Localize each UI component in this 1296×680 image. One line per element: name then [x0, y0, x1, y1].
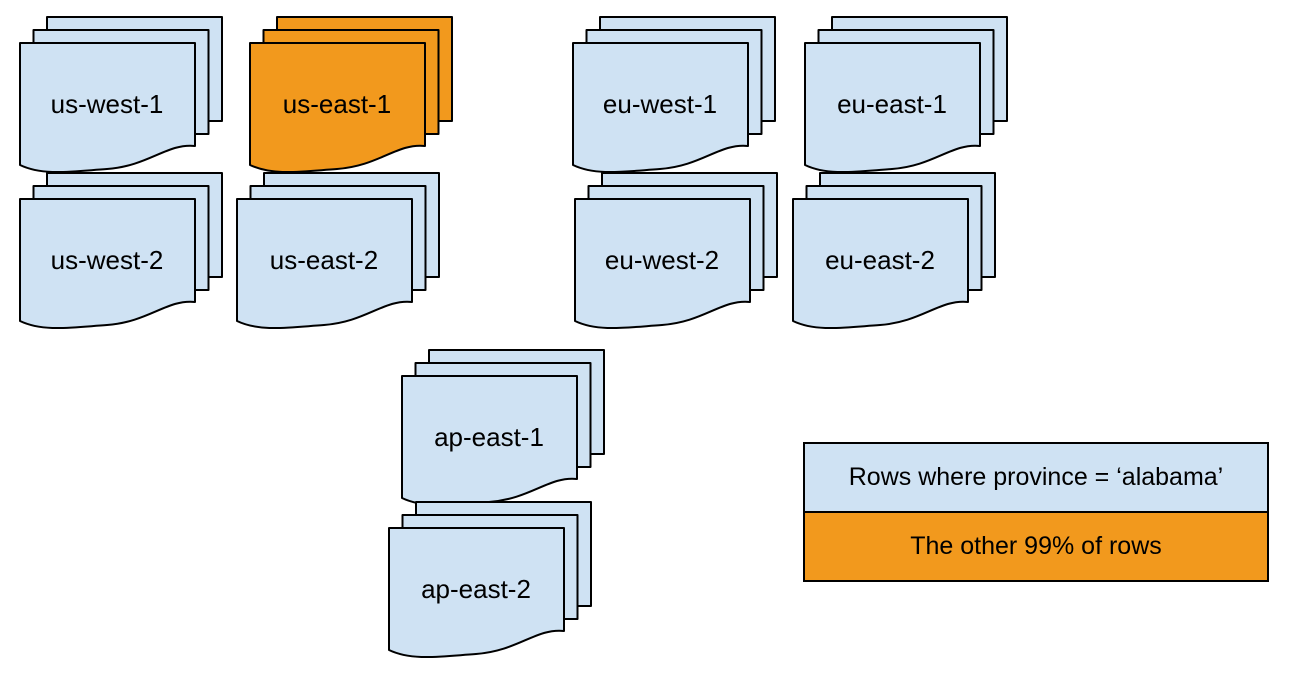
stack-eu-east-1: eu-east-1 — [804, 16, 1008, 177]
stack-eu-west-1: eu-west-1 — [572, 16, 776, 177]
stack-label: ap-east-2 — [421, 574, 531, 604]
stack-label: eu-west-2 — [605, 245, 719, 275]
stack-label: us-east-2 — [270, 245, 378, 275]
document-stack-icon: us-west-2 — [19, 172, 223, 330]
stack-label: us-west-2 — [51, 245, 164, 275]
stack-label: us-east-1 — [283, 89, 391, 119]
document-stack-icon: us-east-2 — [236, 172, 440, 330]
stack-us-east-2: us-east-2 — [236, 172, 440, 333]
document-stack-icon: eu-east-1 — [804, 16, 1008, 174]
stack-ap-east-1: ap-east-1 — [401, 349, 605, 510]
document-stack-icon: ap-east-2 — [388, 501, 592, 659]
stack-us-west-1: us-west-1 — [19, 16, 223, 177]
stack-label: eu-west-1 — [603, 89, 717, 119]
stack-label: us-west-1 — [51, 89, 164, 119]
legend-item-other-rows: The other 99% of rows — [805, 511, 1267, 580]
stack-us-west-2: us-west-2 — [19, 172, 223, 333]
stack-ap-east-2: ap-east-2 — [388, 501, 592, 662]
document-stack-icon: eu-west-1 — [572, 16, 776, 174]
document-stack-icon: eu-east-2 — [792, 172, 996, 330]
stack-eu-east-2: eu-east-2 — [792, 172, 996, 333]
legend-item-alabama-rows: Rows where province = ‘alabama’ — [805, 444, 1267, 511]
legend-item-label: Rows where province = ‘alabama’ — [848, 463, 1224, 491]
legend-item-label: The other 99% of rows — [910, 532, 1162, 560]
stack-label: eu-east-1 — [837, 89, 947, 119]
stack-label: ap-east-1 — [434, 422, 544, 452]
document-stack-icon: eu-west-2 — [574, 172, 778, 330]
stack-us-east-1: us-east-1 — [249, 16, 453, 177]
document-stack-icon: us-east-1 — [249, 16, 453, 174]
stack-eu-west-2: eu-west-2 — [574, 172, 778, 333]
document-stack-icon: ap-east-1 — [401, 349, 605, 507]
document-stack-icon: us-west-1 — [19, 16, 223, 174]
legend: Rows where province = ‘alabama’ The othe… — [803, 442, 1269, 582]
stack-label: eu-east-2 — [825, 245, 935, 275]
